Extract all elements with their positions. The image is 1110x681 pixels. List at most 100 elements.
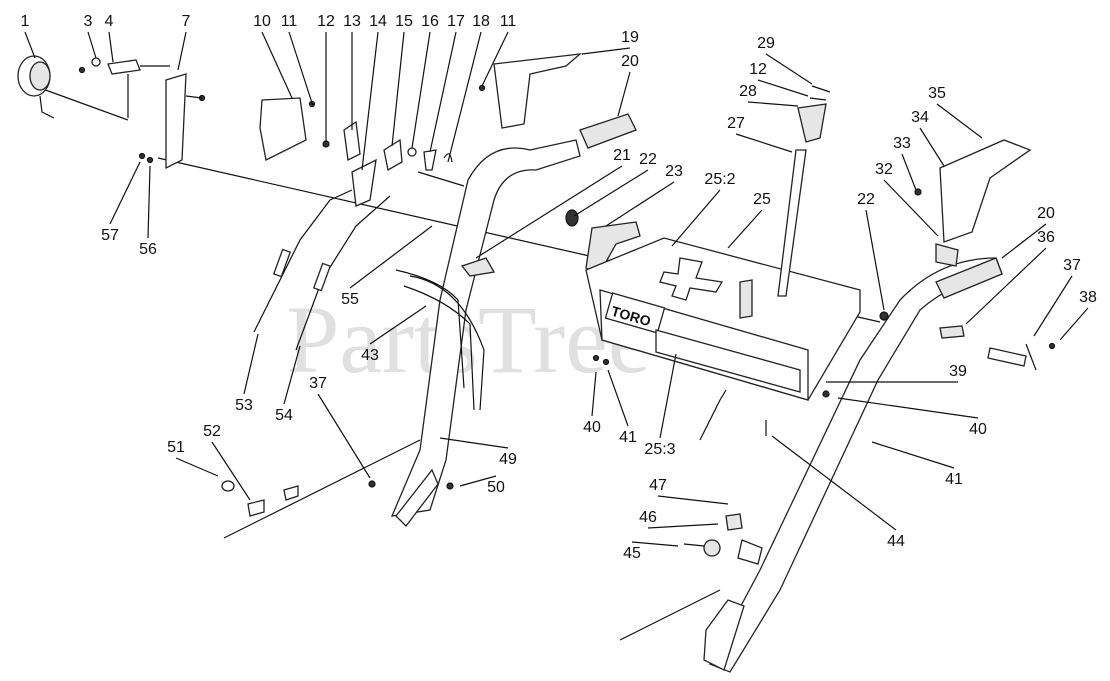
part-25-control-panel: TORO <box>585 237 861 401</box>
callout-leader-c22a <box>573 169 649 217</box>
callout-leader-c51 <box>175 457 219 477</box>
callout-leader-c11a <box>288 31 314 107</box>
callout-leader-c46 <box>647 523 719 529</box>
callout-label-c37b: 37 <box>309 375 327 392</box>
callout-label-c37a: 37 <box>1063 257 1081 274</box>
callout-leader-c34 <box>919 127 945 167</box>
callout-label-c46: 46 <box>639 509 657 526</box>
callout-leader-c10 <box>261 31 293 99</box>
callout-leader-c37a <box>1033 275 1073 337</box>
callout-label-c56: 56 <box>139 241 157 258</box>
callout-label-c12a: 12 <box>317 13 335 30</box>
callout-label-c40b: 40 <box>969 421 987 438</box>
callout-label-c32: 32 <box>875 161 893 178</box>
callout-label-c4: 4 <box>105 13 114 30</box>
callout-leader-c28 <box>747 101 799 107</box>
callout-leader-c17 <box>429 31 457 153</box>
callout-label-c33: 33 <box>893 135 911 152</box>
callout-label-c43: 43 <box>361 347 379 364</box>
callout-label-c55: 55 <box>341 291 359 308</box>
callout-label-c39: 39 <box>949 363 967 380</box>
callout-label-c3: 3 <box>84 13 93 30</box>
callout-label-c52: 52 <box>203 423 221 440</box>
callout-label-c23: 23 <box>665 163 683 180</box>
left-handle <box>368 139 581 527</box>
callout-label-c25: 25 <box>753 191 771 208</box>
callout-leader-c36 <box>965 247 1047 325</box>
callout-label-c21: 21 <box>613 147 631 164</box>
right-handle <box>619 257 1003 673</box>
callout-leader-c49 <box>439 437 509 449</box>
callout-leader-c52 <box>211 441 251 501</box>
callout-leader-c27 <box>735 133 793 153</box>
callout-label-c17: 17 <box>447 13 465 30</box>
callout-label-c41a: 41 <box>619 429 637 446</box>
callout-label-c16: 16 <box>421 13 439 30</box>
callout-leader-c45 <box>631 541 679 547</box>
callout-leader-c25_2 <box>671 189 721 247</box>
callout-label-c11a: 11 <box>281 13 298 30</box>
callout-leaders <box>24 31 1089 547</box>
callout-leader-c25 <box>727 209 763 249</box>
callout-label-c40a: 40 <box>583 419 601 436</box>
part-44-47-hardware <box>683 420 767 565</box>
callout-leader-c40a <box>591 371 597 417</box>
callout-leader-c4 <box>108 31 114 63</box>
callout-label-c10: 10 <box>253 13 271 30</box>
callout-label-c44: 44 <box>887 533 905 550</box>
part-57-nut <box>138 152 146 160</box>
callout-label-c25_2: 25:2 <box>704 171 735 188</box>
callout-label-c41b: 41 <box>945 471 963 488</box>
callout-leader-c12b <box>757 79 809 97</box>
callout-leader-c43 <box>369 305 427 345</box>
callout-leader-c16 <box>411 31 431 149</box>
callout-label-c22b: 22 <box>857 191 875 208</box>
callout-label-c13: 13 <box>343 13 361 30</box>
part-27-shift-lever <box>777 85 831 297</box>
callout-leader-c1 <box>24 31 36 59</box>
callout-leader-c41b <box>871 441 955 469</box>
part-13-14-levers <box>343 120 377 207</box>
callout-leader-c29 <box>765 53 813 85</box>
callout-leader-c18 <box>447 31 482 163</box>
part-36-38-hardware <box>592 311 1056 398</box>
callout-label-c45: 45 <box>623 545 641 562</box>
callout-label-c20b: 20 <box>1037 205 1055 222</box>
callout-leader-c21 <box>475 165 623 259</box>
callout-leader-c7 <box>177 31 187 71</box>
callout-label-c20a: 20 <box>621 53 639 70</box>
callout-label-c51: 51 <box>167 439 185 456</box>
part-19-bracket <box>478 53 583 129</box>
callout-label-c53: 53 <box>235 397 253 414</box>
part-33-35-bracket <box>914 139 1032 267</box>
callout-label-c18: 18 <box>472 13 490 30</box>
callout-leader-c20a <box>617 71 631 117</box>
part-56-washer <box>146 156 154 164</box>
callout-leader-c44 <box>771 435 897 531</box>
part-21-22-23 <box>460 209 641 277</box>
alignment-line-2 <box>39 87 129 121</box>
callout-leader-c53 <box>243 333 259 395</box>
part-10-plate <box>259 97 330 161</box>
callout-leader-c35 <box>936 103 983 139</box>
callout-leader-c15 <box>391 31 405 147</box>
callout-leader-c40b <box>837 397 979 419</box>
callout-leader-c14 <box>361 31 379 171</box>
callout-label-c28: 28 <box>739 83 757 100</box>
callout-label-c29: 29 <box>757 35 775 52</box>
part-3-4-hardware <box>78 57 170 118</box>
callout-leader-c25_3 <box>659 353 677 439</box>
callout-leader-c37b <box>317 393 371 479</box>
callout-label-c19: 19 <box>621 29 639 46</box>
callout-leader-c22b <box>865 209 885 311</box>
callout-label-c38: 38 <box>1079 289 1097 306</box>
callout-label-c15: 15 <box>395 13 413 30</box>
callout-label-c14: 14 <box>369 13 387 30</box>
callout-leader-c3 <box>87 31 97 59</box>
callout-label-c11b: 11 <box>500 13 517 30</box>
callout-label-c25_3: 25:3 <box>644 441 675 458</box>
callout-label-c12b: 12 <box>749 61 767 78</box>
